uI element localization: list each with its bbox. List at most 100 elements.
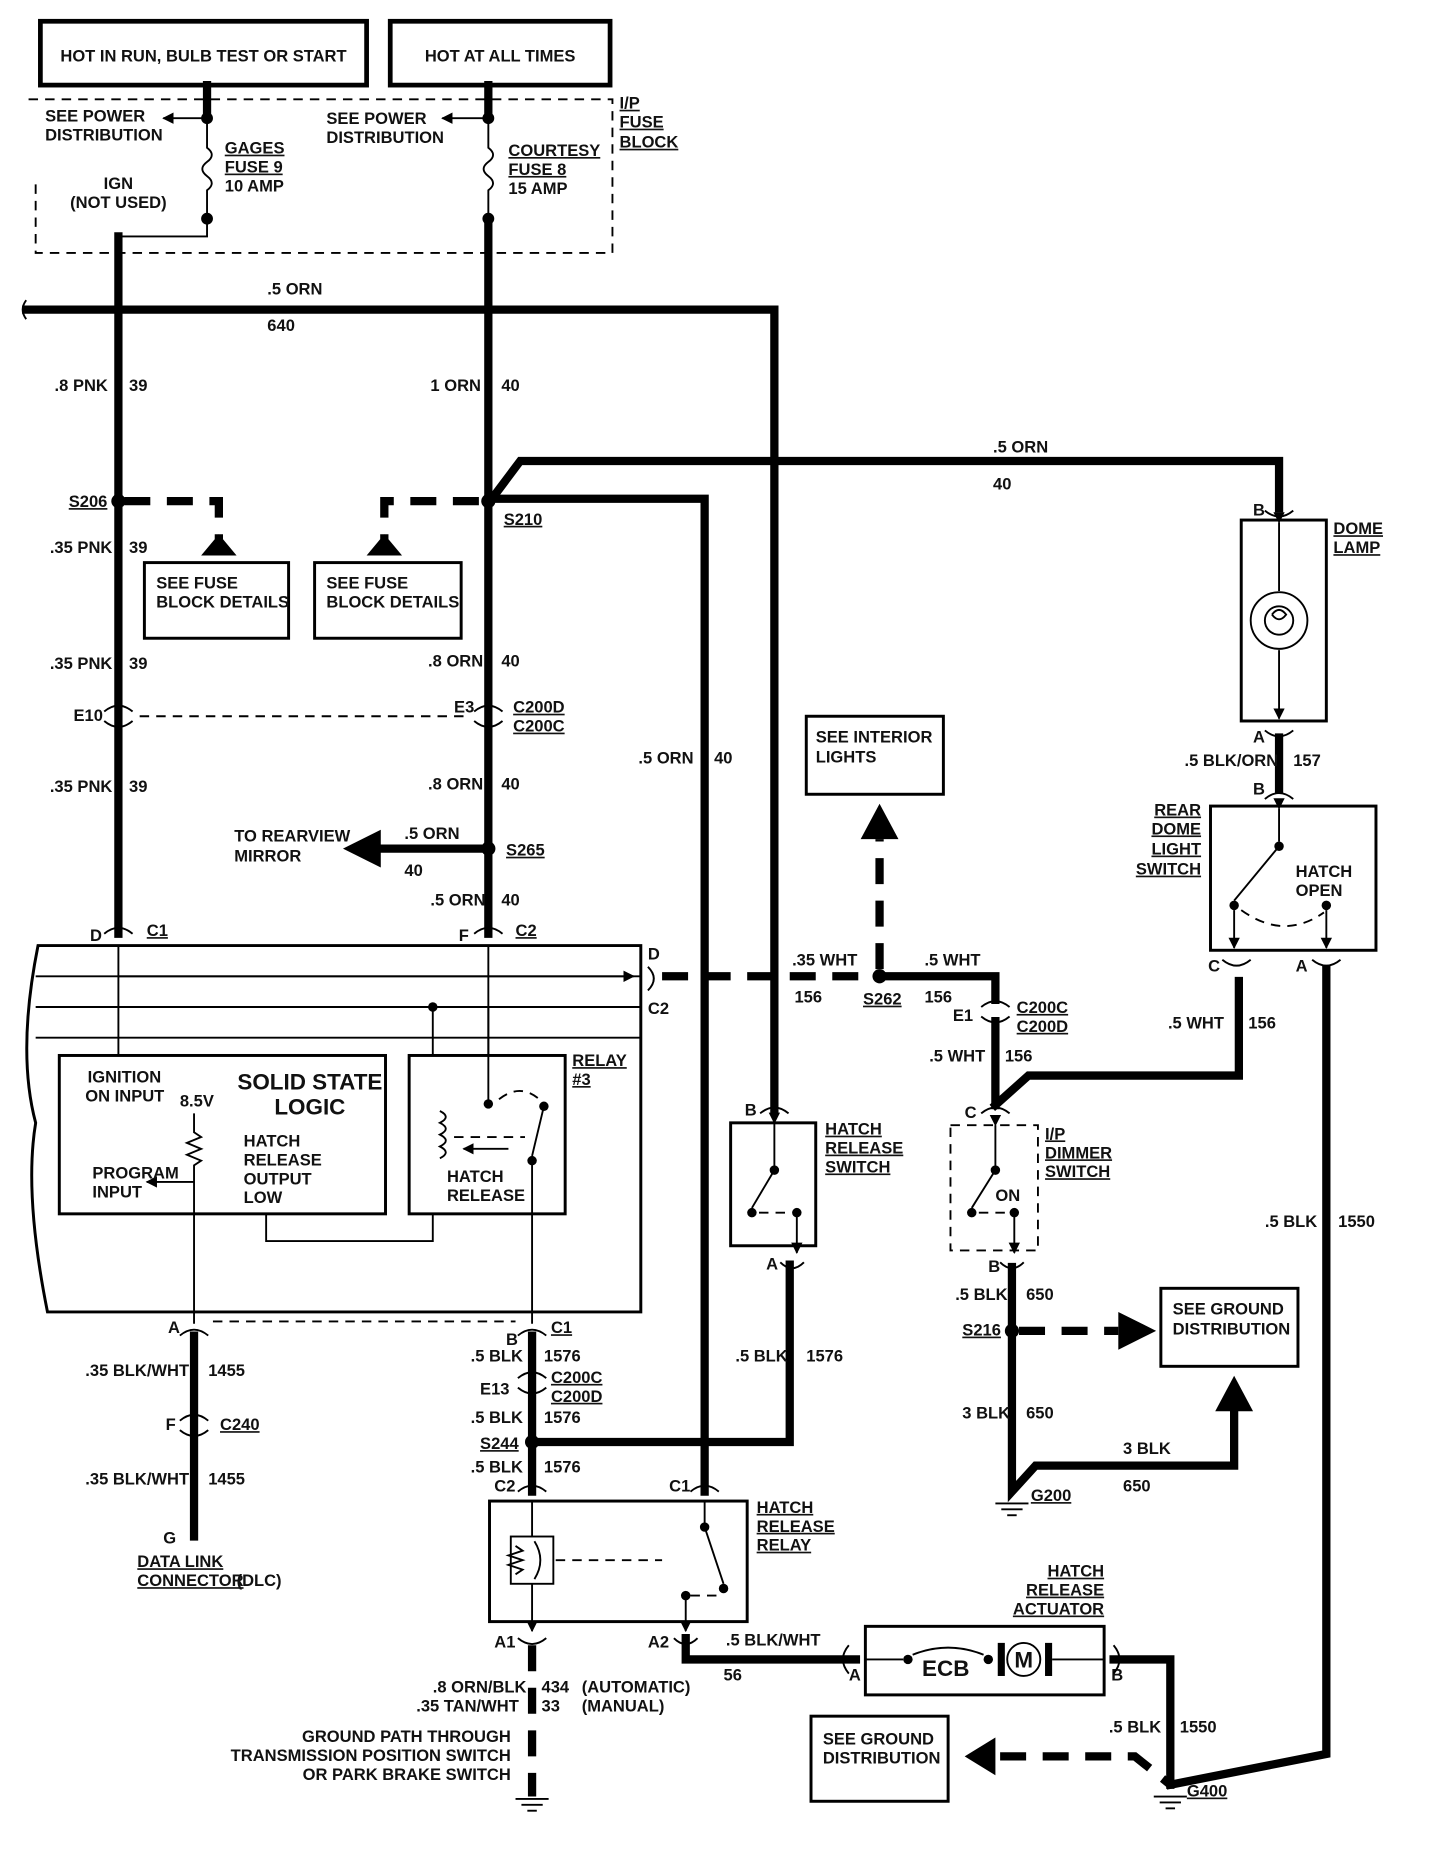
- svg-text:1455: 1455: [208, 1361, 245, 1380]
- svg-text:HATCH: HATCH: [1296, 862, 1353, 881]
- svg-text:434: 434: [542, 1678, 570, 1697]
- svg-text:S210: S210: [504, 510, 543, 529]
- svg-text:REAR: REAR: [1154, 801, 1201, 820]
- svg-text:B: B: [1111, 1666, 1123, 1685]
- svg-text:10 AMP: 10 AMP: [225, 176, 284, 195]
- svg-text:S265: S265: [506, 841, 545, 860]
- svg-text:E10: E10: [73, 706, 102, 725]
- rear-dome-light-switch: B REAR DOME LIGHT SWITCH HATCH OPEN: [1136, 779, 1378, 952]
- svg-text:650: 650: [1026, 1285, 1054, 1304]
- svg-text:F: F: [459, 926, 469, 945]
- svg-text:F: F: [166, 1415, 176, 1434]
- svg-text:DISTRIBUTION: DISTRIBUTION: [1173, 1319, 1291, 1338]
- svg-text:I/P: I/P: [620, 94, 640, 113]
- svg-text:1576: 1576: [544, 1458, 581, 1477]
- svg-text:OR PARK BRAKE SWITCH: OR PARK BRAKE SWITCH: [303, 1765, 511, 1784]
- svg-text:A: A: [766, 1254, 778, 1273]
- ground-symbol-a1: [515, 1797, 549, 1812]
- hatch-release-relay: C2 C1 HATCH RELEASE RELAY: [488, 1477, 835, 1633]
- svg-text:C200D: C200D: [513, 698, 565, 717]
- svg-text:640: 640: [267, 316, 295, 335]
- svg-text:SEE GROUND: SEE GROUND: [823, 1730, 934, 1749]
- svg-text:B: B: [988, 1257, 1000, 1276]
- ground-distribution-box-1: SEE GROUND DISTRIBUTION: [1159, 1286, 1300, 1368]
- svg-text:40: 40: [501, 775, 519, 794]
- svg-text:.5 ORN: .5 ORN: [404, 824, 459, 843]
- svg-text:S216: S216: [962, 1321, 1001, 1340]
- svg-text:39: 39: [129, 654, 147, 673]
- svg-text:33: 33: [542, 1696, 560, 1715]
- svg-text:RELAY: RELAY: [757, 1536, 812, 1555]
- svg-text:DISTRIBUTION: DISTRIBUTION: [326, 128, 444, 147]
- svg-text:S262: S262: [863, 990, 902, 1009]
- svg-text:E3: E3: [454, 698, 474, 717]
- svg-text:C240: C240: [220, 1415, 260, 1434]
- svg-text:40: 40: [714, 749, 732, 768]
- dome-lamp: B A DOME LAMP: [1239, 500, 1383, 746]
- svg-text:(MANUAL): (MANUAL): [582, 1696, 665, 1715]
- svg-text:.8 ORN: .8 ORN: [428, 652, 483, 671]
- svg-text:(NOT USED): (NOT USED): [70, 193, 166, 212]
- svg-text:HATCH: HATCH: [244, 1131, 301, 1150]
- splice-s262: [872, 969, 887, 984]
- ip-fuse-block: I/P FUSE BLOCK: [28, 94, 679, 254]
- svg-text:C: C: [1208, 957, 1220, 976]
- svg-text:3 BLK: 3 BLK: [1123, 1439, 1171, 1458]
- svg-text:.8 ORN/BLK: .8 ORN/BLK: [433, 1678, 527, 1697]
- svg-text:GROUND PATH THROUGH: GROUND PATH THROUGH: [302, 1727, 511, 1746]
- svg-text:.35 WHT: .35 WHT: [792, 951, 857, 970]
- svg-text:.5 ORN: .5 ORN: [993, 438, 1048, 457]
- svg-text:LIGHTS: LIGHTS: [816, 747, 877, 766]
- svg-text:.5 BLK/WHT: .5 BLK/WHT: [726, 1630, 821, 1649]
- svg-text:39: 39: [129, 777, 147, 796]
- svg-text:C: C: [965, 1103, 977, 1122]
- svg-text:M: M: [1014, 1648, 1033, 1673]
- ground-distribution-box-2: SEE GROUND DISTRIBUTION: [809, 1714, 950, 1803]
- svg-text:39: 39: [129, 538, 147, 557]
- svg-text:C200D: C200D: [551, 1387, 603, 1406]
- svg-text:C2: C2: [516, 921, 537, 940]
- svg-text:156: 156: [1248, 1013, 1276, 1032]
- svg-text:HOT IN RUN, BULB TEST OR START: HOT IN RUN, BULB TEST OR START: [60, 46, 346, 65]
- svg-text:G200: G200: [1031, 1486, 1071, 1505]
- svg-text:40: 40: [501, 652, 519, 671]
- svg-text:C200D: C200D: [1017, 1017, 1069, 1036]
- svg-text:SEE GROUND: SEE GROUND: [1173, 1299, 1284, 1318]
- hot-at-all-times-box: HOT AT ALL TIMES: [387, 18, 613, 88]
- svg-text:A: A: [168, 1318, 180, 1337]
- svg-text:1576: 1576: [544, 1408, 581, 1427]
- svg-text:56: 56: [724, 1666, 742, 1685]
- svg-text:C2: C2: [648, 999, 669, 1018]
- svg-text:D: D: [90, 926, 102, 945]
- svg-text:C1: C1: [669, 1477, 690, 1496]
- svg-text:SOLID STATE: SOLID STATE: [237, 1070, 382, 1095]
- svg-text:C200C: C200C: [1017, 998, 1069, 1017]
- ground-symbol-g200: [995, 1502, 1029, 1517]
- svg-text:40: 40: [993, 474, 1011, 493]
- svg-text:A1: A1: [494, 1633, 515, 1652]
- svg-text:LIGHT: LIGHT: [1151, 840, 1201, 859]
- svg-text:A: A: [1296, 957, 1308, 976]
- svg-text:.5 ORN: .5 ORN: [638, 749, 693, 768]
- svg-text:40: 40: [501, 890, 519, 909]
- svg-text:1550: 1550: [1180, 1718, 1217, 1737]
- svg-text:#3: #3: [572, 1070, 590, 1089]
- svg-text:DOME: DOME: [1333, 519, 1383, 538]
- svg-text:1455: 1455: [208, 1470, 245, 1489]
- fuse-details-box-1: SEE FUSE BLOCK DETAILS: [142, 561, 291, 640]
- svg-text:B: B: [745, 1101, 757, 1120]
- svg-text:RELEASE: RELEASE: [1026, 1581, 1104, 1600]
- svg-text:TO REARVIEW: TO REARVIEW: [234, 827, 350, 846]
- svg-text:RELEASE: RELEASE: [244, 1150, 322, 1169]
- svg-text:D: D: [648, 945, 660, 964]
- svg-text:157: 157: [1293, 751, 1321, 770]
- svg-text:LAMP: LAMP: [1333, 538, 1380, 557]
- svg-text:S206: S206: [69, 492, 108, 511]
- svg-text:156: 156: [794, 987, 822, 1006]
- svg-text:SEE INTERIOR: SEE INTERIOR: [816, 727, 933, 746]
- svg-text:BLOCK: BLOCK: [620, 133, 679, 152]
- svg-text:I/P: I/P: [1045, 1124, 1065, 1143]
- svg-text:RELEASE: RELEASE: [825, 1139, 903, 1158]
- svg-text:.5 BLK: .5 BLK: [1109, 1718, 1161, 1737]
